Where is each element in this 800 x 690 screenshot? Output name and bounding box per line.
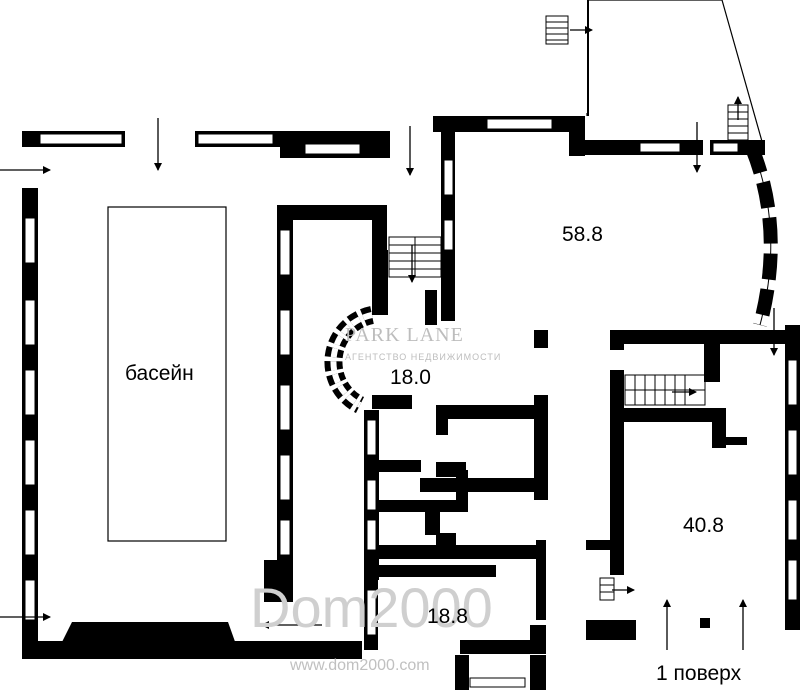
inner-windows xyxy=(366,359,798,688)
room-label-18-8: 18.8 xyxy=(427,605,468,628)
stairs-small xyxy=(599,577,615,601)
entrance-arrows xyxy=(0,26,778,650)
room-label-pool: басейн xyxy=(125,362,194,385)
stairs-center xyxy=(388,236,442,278)
watermark-site: www.dom2000.com xyxy=(290,657,430,674)
pool-step xyxy=(58,622,238,650)
stair-outline xyxy=(587,0,764,146)
watermark-parklane-sub: АГЕНТСТВО НЕДВИЖИМОСТИ xyxy=(345,352,502,362)
pool xyxy=(107,206,227,542)
room-label-18-0: 18.0 xyxy=(390,366,431,389)
watermark-dom2000: Dom2000 xyxy=(250,576,493,639)
windows xyxy=(24,118,739,621)
watermark-parklane: PARK LANE xyxy=(345,324,464,346)
room-label-40-8: 40.8 xyxy=(683,514,724,537)
floor-label: 1 поверх xyxy=(656,662,742,685)
stairs-right-mid xyxy=(624,374,706,406)
stairs-top xyxy=(545,15,569,45)
room-label-58-8: 58.8 xyxy=(562,223,603,246)
